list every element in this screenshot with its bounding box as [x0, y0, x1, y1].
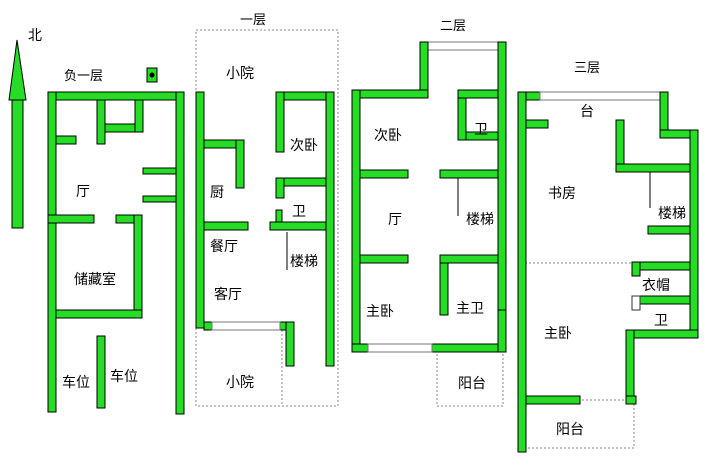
room-label: 厅 [76, 184, 90, 200]
floor-title-ground: 一层 [240, 13, 266, 28]
room-label: 车位 [110, 368, 138, 385]
room-label: 卫 [292, 204, 306, 220]
basement-plan [47, 67, 185, 415]
third-floor-plan [517, 91, 699, 453]
second-floor-plan [351, 41, 507, 407]
room-label: 主卧 [366, 304, 394, 320]
room-label: 次卧 [290, 138, 318, 154]
room-label: 阳台 [556, 422, 584, 438]
north-arrow-icon [8, 39, 27, 229]
room-label: 主卧 [544, 326, 572, 342]
room-label: 厅 [388, 212, 402, 228]
room-label: 客厅 [214, 286, 242, 303]
floor-title-second: 二层 [440, 19, 466, 34]
room-label: 主卫 [456, 301, 484, 317]
room-label: 楼梯 [290, 254, 318, 270]
room-label: 餐厅 [210, 239, 238, 255]
room-label: 楼梯 [658, 206, 686, 222]
ground-floor-plan [195, 29, 339, 407]
room-label: 车位 [62, 374, 90, 391]
room-label: 厨 [210, 185, 224, 201]
room-label: 卫 [474, 122, 488, 138]
room-label: 小院 [226, 66, 254, 82]
room-label: 书房 [548, 186, 576, 202]
room-label: 衣帽 [642, 278, 670, 294]
room-label: 卫 [654, 313, 668, 329]
room-label: 台 [580, 104, 594, 120]
room-label: 阳台 [458, 376, 486, 392]
north-label: 北 [28, 28, 42, 44]
room-label: 次卧 [374, 128, 402, 144]
room-label: 小院 [226, 375, 254, 391]
floor-title-third: 三层 [574, 61, 600, 76]
room-label: 楼梯 [466, 212, 494, 228]
floor-title-basement: 负一层 [64, 69, 103, 84]
room-label: 储藏室 [74, 271, 116, 288]
